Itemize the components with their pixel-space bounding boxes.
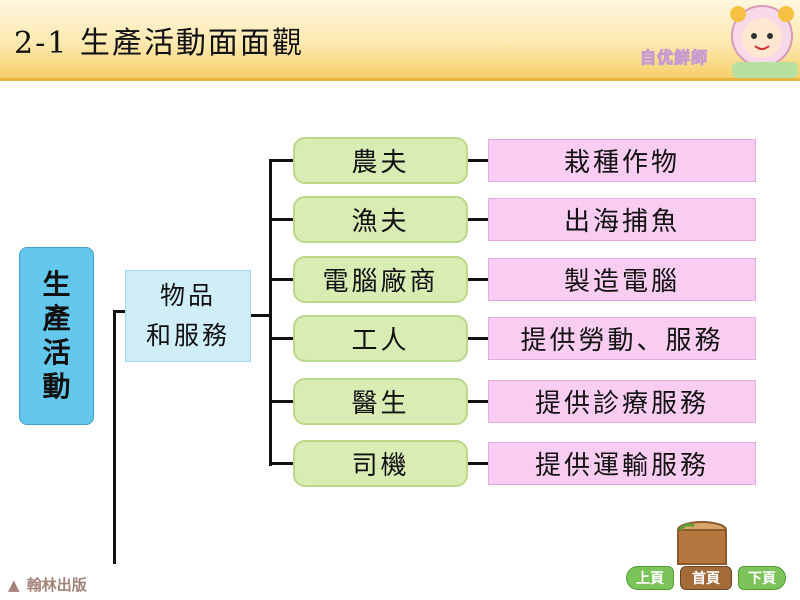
- next-page-button[interactable]: 下頁: [738, 566, 786, 590]
- activity-node-medical-service: 提供診療服務: [488, 380, 756, 423]
- connector-role-activity-4: [468, 337, 488, 340]
- connector-root-vertical: [113, 310, 116, 564]
- header-divider: [0, 78, 800, 81]
- publisher-logo: ▲ 翰林出版: [8, 574, 87, 595]
- role-node-driver: 司機: [293, 440, 468, 487]
- home-page-button[interactable]: 首頁: [680, 566, 732, 590]
- connector-root-to-middle: [113, 310, 126, 313]
- connector-role-activity-2: [468, 218, 488, 221]
- connector-middle-to-trunk: [251, 314, 271, 317]
- connector-role-activity-1: [468, 159, 488, 162]
- connector-branch-5: [269, 400, 293, 403]
- middle-line: 物品: [159, 281, 216, 310]
- root-char: 產: [42, 302, 71, 335]
- prev-page-button[interactable]: 上頁: [626, 566, 674, 590]
- activity-node-transport-service: 提供運輸服務: [488, 442, 756, 485]
- role-node-fisherman: 漁夫: [293, 196, 468, 243]
- role-node-computer-maker: 電腦廠商: [293, 256, 468, 303]
- root-char: 動: [42, 370, 71, 403]
- brand-logo-text: 自优鮮師: [639, 48, 709, 68]
- connector-role-activity-3: [468, 278, 488, 281]
- publisher-icon: ▲: [8, 576, 20, 594]
- connector-role-activity-6: [468, 462, 488, 465]
- connector-trunk: [269, 159, 272, 466]
- page-title: 2-1 生產活動面面觀: [14, 26, 304, 61]
- middle-line: 和服務: [145, 321, 230, 350]
- role-node-doctor: 醫生: [293, 378, 468, 425]
- mascot-illustration: [730, 5, 798, 78]
- connector-branch-1: [269, 159, 293, 162]
- role-node-worker: 工人: [293, 315, 468, 362]
- tree-stump-icon: [677, 521, 727, 565]
- connector-branch-2: [269, 218, 293, 221]
- activity-node-making-computers: 製造電腦: [488, 258, 756, 301]
- header-banner: [0, 0, 800, 78]
- connector-branch-3: [269, 278, 293, 281]
- activity-node-growing-crops: 栽種作物: [488, 139, 756, 182]
- root-node-production-activity: 生 產 活 動: [19, 247, 94, 425]
- connector-branch-4: [269, 337, 293, 340]
- connector-role-activity-5: [468, 400, 488, 403]
- activity-node-labor-service: 提供勞動、服務: [488, 317, 756, 360]
- middle-node-goods-services: 物品 和服務: [125, 270, 251, 362]
- root-char: 生: [42, 268, 71, 301]
- role-node-farmer: 農夫: [293, 137, 468, 184]
- root-char: 活: [42, 336, 71, 369]
- activity-node-fishing: 出海捕魚: [488, 198, 756, 241]
- publisher-name: 翰林出版: [26, 576, 87, 594]
- connector-branch-6: [269, 462, 293, 465]
